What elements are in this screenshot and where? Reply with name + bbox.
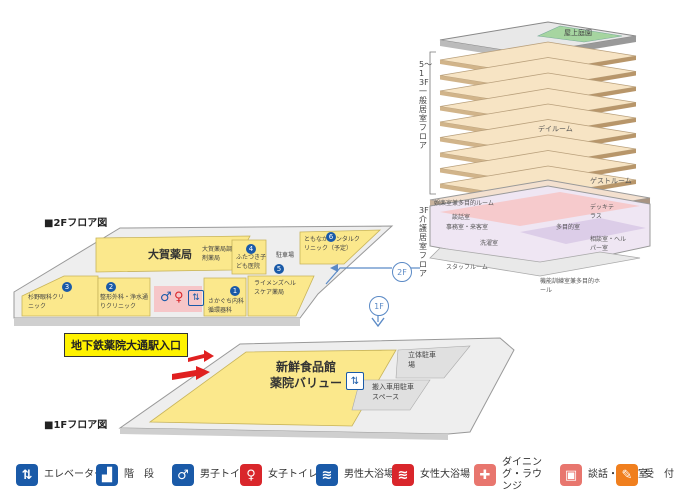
consult-room-label: 相談室・ヘルパー室 (590, 236, 627, 252)
subway-entrance-banner: 地下鉄薬院大通駅入口 (64, 333, 188, 357)
lounge-icon: ▣ (560, 464, 582, 486)
floor1-market-area (148, 349, 397, 427)
wash-room-label: 洗濯室 (480, 240, 499, 247)
reception-icon: ✎ (616, 464, 638, 486)
connector-2f (325, 267, 392, 285)
multi-room-label: 多目的室 (556, 224, 581, 231)
clinic5-label: ライメンズヘルスケア薬局 (254, 280, 296, 296)
legend-label: 男子トイレ (200, 469, 250, 480)
marker-3: 3 (62, 282, 72, 292)
deck-terrace-label: デッキテラス (590, 204, 615, 220)
arrow-2f (330, 264, 338, 272)
marker-5: 5 (274, 264, 284, 274)
floor2-edge (14, 318, 300, 326)
floor2-clinic5-area (247, 275, 315, 317)
elevator-icon: ⇅ (188, 290, 204, 306)
legend-item: ✚ ダイニング・ラウンジ (474, 457, 548, 492)
legend-label: ダイニング・ラウンジ (502, 457, 542, 492)
legend-label: 受 付 (644, 469, 674, 480)
male-toilet-icon: ♂ (160, 290, 172, 305)
marker-1: 1 (230, 286, 240, 296)
floor2-plan (13, 225, 394, 326)
clinic4-label: ふたつき子ども医院 (236, 254, 267, 270)
legend-item: ♂ 男子トイレ (172, 458, 250, 492)
clinic1-label: 杉野眼科クリニック (28, 294, 65, 310)
floor2-clinic4-area (231, 239, 267, 275)
badge-2f: 2F (392, 262, 412, 282)
legend-label: エレベーター (44, 469, 104, 480)
rooftop-label: 屋上庭園 (564, 29, 592, 37)
floor1-parking-area (395, 345, 471, 379)
legend-label: 女子トイレ (268, 469, 318, 480)
market-label-1: 新鮮食品館 (276, 360, 337, 374)
arrow-1f (371, 317, 385, 328)
floor1-unloading-area (351, 379, 431, 411)
day-room-label: デイルーム (538, 125, 573, 133)
guest-room-label: ゲストルーム (590, 177, 632, 185)
subway-arrow-in (172, 366, 210, 380)
legend: ⇅エレベーター▟階 段♂男子トイレ♀女子トイレ≋男性大浴場≋女性大浴場✚ダイニン… (0, 452, 680, 500)
residential-bracket (429, 51, 436, 195)
floor1-plan (118, 337, 515, 440)
dining-icon: ✚ (474, 464, 496, 486)
clinic3-label: さかぐち内科循環器科 (208, 298, 245, 314)
bath-multi-label: 娯楽室兼多目的ルーム (434, 200, 494, 207)
stairs-icon: ▟ (96, 464, 118, 486)
female-toilet-icon: ♀ (240, 464, 262, 486)
legend-label: 男性大浴場 (344, 469, 394, 480)
legend-item: ⇅ エレベーター (16, 458, 104, 492)
floor1-title: ■1Fフロア図 (44, 420, 108, 431)
rooftop-garden-area (536, 25, 623, 43)
parking-tower-label: 立体駐車場 (408, 351, 436, 369)
parking2-label: 駐車場 (276, 252, 295, 259)
elevator-icon: ⇅ (16, 464, 38, 486)
care-floor-lower-slab (429, 247, 641, 277)
legend-item: ≋ 女性大浴場 (392, 458, 470, 492)
male-toilet-icon: ♂ (172, 464, 194, 486)
legend-item: ♀ 女子トイレ (240, 458, 318, 492)
market-label-2: 薬院バリュー (270, 376, 343, 390)
pharmacy-clinic-label: 大賀薬局調剤薬局 (202, 246, 233, 262)
care-floors-label: 3F 介護居室フロア (419, 206, 429, 278)
residential-floors-label: 5〜13F 一般居室フロア (419, 60, 433, 150)
elevator-icon: ⇅ (346, 372, 364, 390)
lounge-room-label: 談話室 (452, 214, 471, 221)
floor2-clinic6-area (299, 229, 382, 265)
legend-item: ▟ 階 段 (96, 458, 154, 492)
badge-1f: 1F (369, 296, 389, 316)
male-bath-icon: ≋ (316, 464, 338, 486)
care-floor (429, 179, 651, 277)
legend-item: ✎ 受 付 (616, 458, 674, 492)
office-label: 事務室・来客室 (446, 224, 489, 231)
staff-room-label: スタッフルーム (446, 264, 488, 271)
care-lavender-zone (520, 218, 646, 244)
unloading-label: 搬入車用駐車スペース (372, 383, 414, 401)
clinic2-label: 整形外科・浄水通りクリニック (100, 294, 149, 310)
floor2-title: ■2Fフロア図 (44, 218, 108, 229)
marker-2: 2 (106, 282, 116, 292)
pharmacy-label: 大賀薬局 (148, 248, 192, 261)
subway-arrow-out (188, 350, 214, 362)
legend-label: 女性大浴場 (420, 469, 470, 480)
female-bath-icon: ≋ (392, 464, 414, 486)
rehab-room-label: 機能訓練室兼多目的ホール (540, 278, 601, 294)
floor1-edge (120, 428, 448, 440)
legend-item: ≋ 男性大浴場 (316, 458, 394, 492)
marker-4: 4 (246, 244, 256, 254)
care-pink-zone (440, 192, 640, 226)
residential-floors (429, 41, 637, 202)
legend-label: 階 段 (124, 469, 154, 480)
marker-6: 6 (326, 232, 336, 242)
female-toilet-icon: ♀ (174, 290, 184, 305)
